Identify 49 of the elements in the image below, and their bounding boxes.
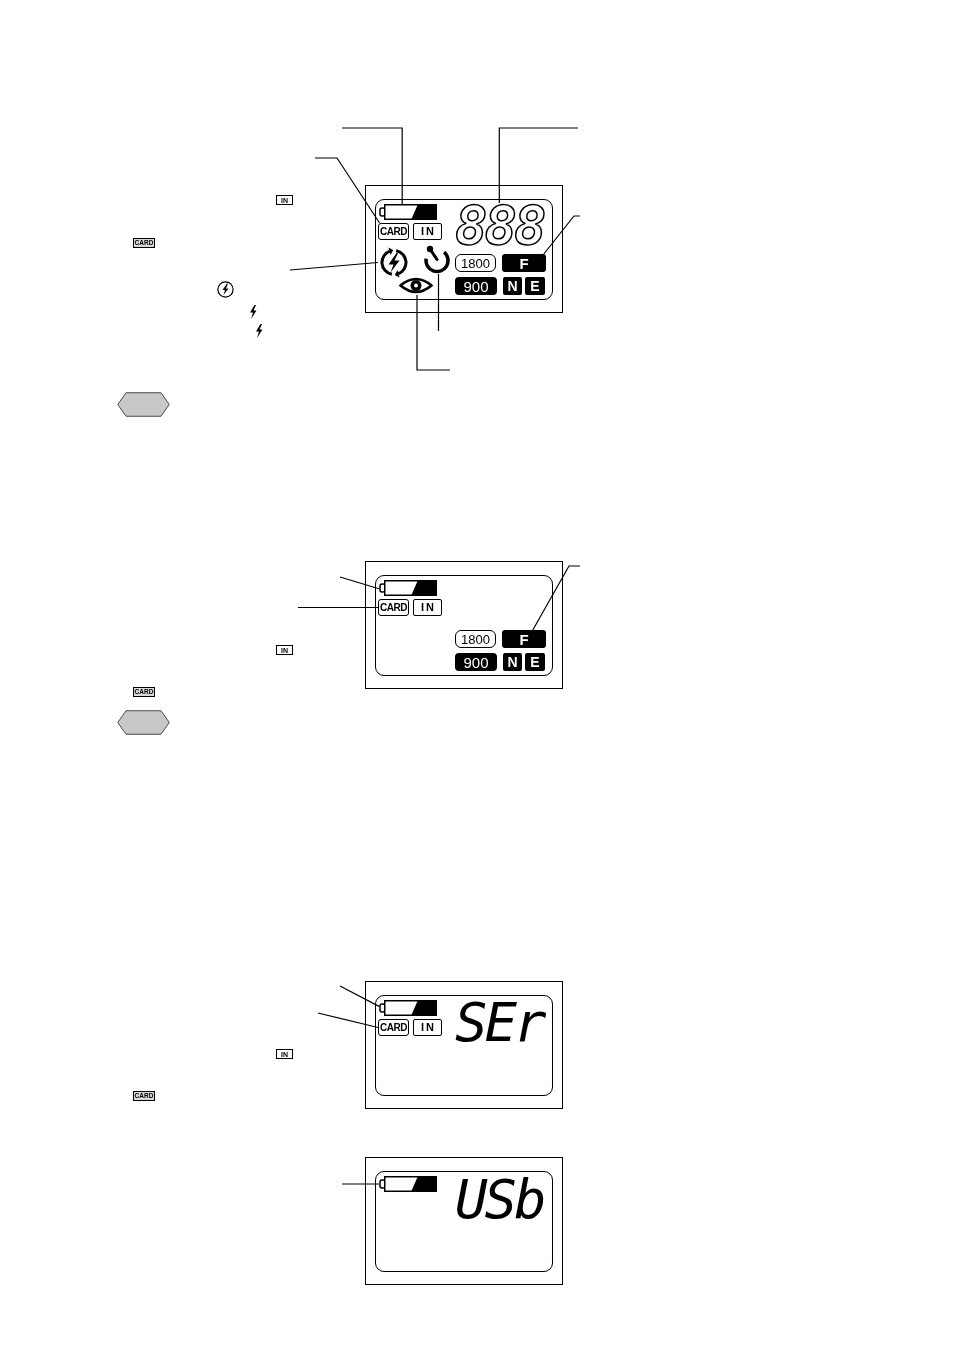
lcd-indicator: CARD [378,223,409,240]
leader-line [339,985,380,1007]
lcd-indicator: E [525,653,545,671]
lcd-screen [375,995,553,1096]
battery-icon [379,1000,437,1016]
leader-line [317,1012,379,1029]
lcd-indicator: E [525,277,545,295]
lcd-screen [375,199,553,300]
leader-line [437,273,440,332]
lcd-indicator: N [503,277,522,295]
lcd-panel [365,981,563,1109]
leader-line [532,565,581,631]
segment-display-text: USb [455,1177,544,1223]
lcd-screen [375,575,553,676]
leader-line [416,294,451,371]
leader-line [341,127,403,205]
lcd-indicator: F [502,254,546,272]
lcd-indicator: F [502,630,546,648]
lcd-indicator: N [503,653,522,671]
lcd-indicator: 1800 [455,254,496,272]
timer-icon [422,244,452,274]
leader-line [339,576,380,590]
segment-display-text: 888 [455,203,544,249]
leader-line [314,157,381,224]
lcd-panel [365,561,563,689]
lcd-indicator: 1800 [455,630,496,648]
battery-icon [379,204,437,220]
lcd-screen [375,1171,553,1272]
lcd-indicator: CARD [378,599,409,616]
leader-line [341,1183,380,1185]
leader-line [543,215,581,255]
leader-line [297,606,379,609]
battery-icon [379,1176,437,1192]
leader-line [498,127,579,204]
lcd-indicator: IN [413,223,442,240]
lcd-indicator: CARD [378,1019,409,1036]
lcd-panel [365,1157,563,1285]
lcd-indicator: 900 [455,653,497,671]
eye-icon [399,276,433,295]
hexagon-badge [117,710,170,735]
segment-display-text: SEr [455,1000,544,1046]
lcd-indicator: IN [413,1019,442,1036]
flash-icon [378,246,410,279]
lcd-panel [365,185,563,313]
hexagon-badge [117,392,170,417]
leader-line [289,261,379,271]
lcd-indicator: 900 [455,277,497,295]
battery-icon [379,580,437,596]
lcd-indicator: IN [413,599,442,616]
